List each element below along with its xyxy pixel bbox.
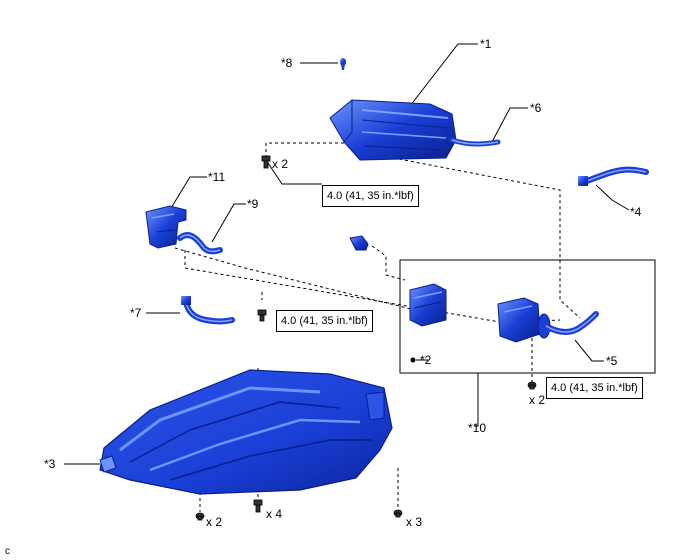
part-2-filter — [409, 283, 447, 327]
qty-cover-right-bolts: x 3 — [406, 515, 423, 529]
torque-spec-subassembly: 4.0 (41, 35 in.*lbf) — [546, 377, 643, 399]
callout-1: *1 — [480, 37, 492, 51]
torque-spec-bracket: 4.0 (41, 35 in.*lbf) — [276, 310, 373, 332]
torque-spec-canister: 4.0 (41, 35 in.*lbf) — [322, 185, 419, 207]
pump-module — [497, 297, 551, 343]
callout-9: *9 — [247, 197, 259, 211]
qty-subassembly-bolts: x 2 — [529, 393, 546, 407]
leader-lines — [64, 43, 630, 465]
qty-cover-left-bolts: x 2 — [206, 515, 223, 529]
callout-5: *5 — [606, 354, 618, 368]
bolt-icon-cover-left — [195, 512, 205, 521]
bolt-icon-cover-right — [393, 509, 403, 518]
bolt-icons — [195, 155, 537, 521]
marker-dot — [410, 357, 416, 363]
subassembly-box — [399, 259, 656, 374]
callout-6: *6 — [530, 101, 542, 115]
bolt-icon-bracket — [257, 309, 267, 322]
qty-bracket-bolts: x 2 — [272, 157, 289, 171]
figure-code: c — [5, 546, 10, 557]
part-3-undercover — [99, 369, 393, 495]
callout-7: *7 — [130, 306, 142, 320]
callout-2: *2 — [420, 353, 432, 367]
part-1-canister — [329, 99, 457, 161]
part-11-bracket — [145, 205, 187, 249]
part-4-hose — [578, 166, 649, 186]
part-5-hose — [543, 311, 599, 335]
bolt-icon-cover-mid — [253, 499, 263, 513]
bolt-icon-subassembly — [527, 381, 537, 390]
part-8-pin — [340, 58, 346, 70]
part-9-hose — [177, 232, 223, 255]
callout-4: *4 — [630, 205, 642, 219]
callout-11: *11 — [208, 170, 226, 184]
part-7-hose — [181, 296, 235, 325]
callout-10: *10 — [468, 421, 487, 435]
callout-8: *8 — [281, 56, 293, 70]
qty-cover-mid-bolts: x 4 — [266, 507, 283, 521]
bolt-icon-canister-bracket — [261, 155, 271, 169]
hose-clip — [349, 235, 369, 251]
callout-3: *3 — [44, 457, 56, 471]
